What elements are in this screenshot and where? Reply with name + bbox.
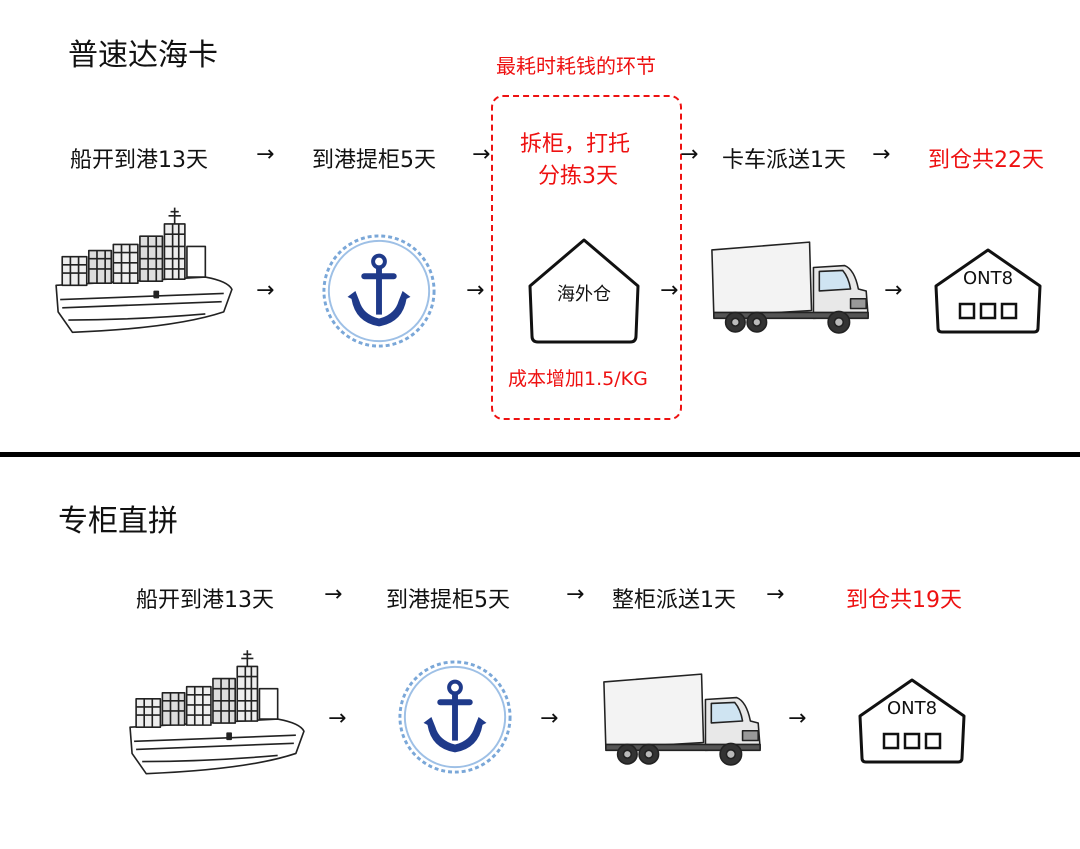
arrow-icon: → [660, 278, 679, 303]
truck-icon [708, 240, 874, 338]
step-port-pickup: 到港提柜5天 [312, 148, 436, 173]
step-devanning-line2: 分拣3天 [538, 164, 618, 189]
step-ship-to-port: 船开到港13天 [136, 588, 274, 613]
destination-label: ONT8 [962, 268, 1014, 289]
destination-warehouse-icon [858, 678, 966, 764]
arrow-icon: → [884, 278, 903, 303]
arrow-icon: → [766, 582, 785, 607]
arrow-icon: → [680, 142, 699, 167]
section-divider [0, 452, 1080, 457]
arrow-icon: → [256, 142, 275, 167]
cargo-ship-icon [126, 648, 308, 780]
arrow-icon: → [540, 706, 559, 731]
destination-label: ONT8 [886, 698, 938, 719]
bottleneck-highlight-box [491, 95, 682, 420]
step-devanning-line1: 拆柜，打托 [520, 132, 631, 157]
step-container-delivery: 整柜派送1天 [612, 588, 736, 613]
arrow-icon: → [256, 278, 275, 303]
step-truck-delivery: 卡车派送1天 [722, 148, 846, 173]
step-port-pickup: 到港提柜5天 [386, 588, 510, 613]
bottleneck-note: 最耗时耗钱的环节 [496, 54, 656, 78]
cargo-ship-icon [52, 205, 236, 339]
anchor-icon [320, 232, 438, 350]
section2-title: 专柜直拼 [58, 504, 178, 539]
arrow-icon: → [872, 142, 891, 167]
arrow-icon: → [328, 706, 347, 731]
destination-warehouse-icon [934, 248, 1042, 334]
arrow-icon: → [566, 582, 585, 607]
anchor-icon [396, 658, 514, 776]
total-days: 到仓共19天 [846, 588, 962, 613]
total-days: 到仓共22天 [928, 148, 1044, 173]
warehouse-label: 海外仓 [557, 284, 611, 305]
section1-title: 普速达海卡 [68, 38, 218, 73]
arrow-icon: → [472, 142, 491, 167]
truck-icon [600, 672, 766, 770]
arrow-icon: → [788, 706, 807, 731]
step-ship-to-port: 船开到港13天 [70, 148, 208, 173]
arrow-icon: → [466, 278, 485, 303]
warehouse-icon [528, 238, 640, 344]
arrow-icon: → [324, 582, 343, 607]
cost-increase-note: 成本增加1.5/KG [508, 368, 648, 390]
